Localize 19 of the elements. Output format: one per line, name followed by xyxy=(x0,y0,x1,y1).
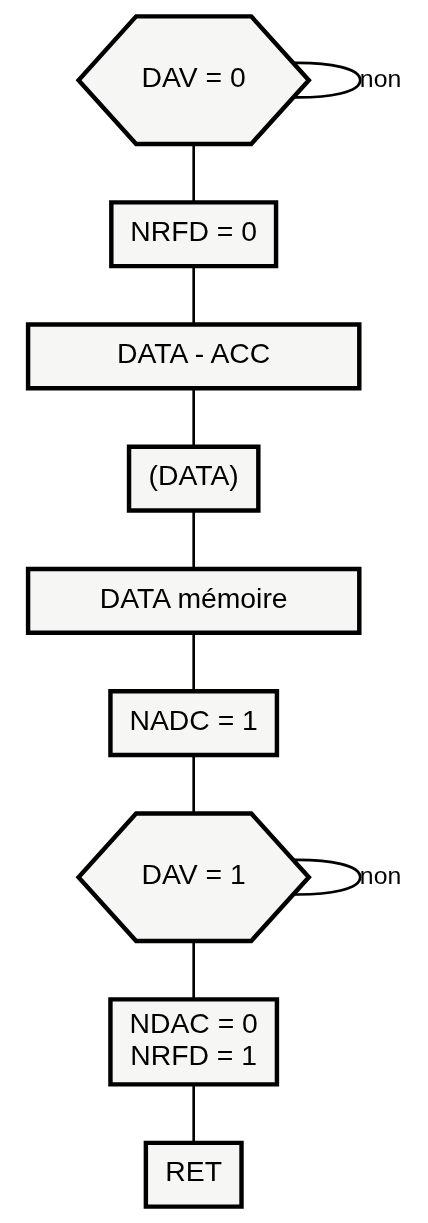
connector xyxy=(293,61,361,99)
connector xyxy=(191,755,195,814)
node-box: DATA mémoire xyxy=(25,566,361,635)
connector xyxy=(191,511,195,569)
node-box: NADC = 1 xyxy=(107,689,279,758)
node-box: (DATA) xyxy=(126,444,261,513)
connector xyxy=(191,1084,195,1143)
node-box: NDAC = 0 NRFD = 1 xyxy=(107,997,279,1087)
connector xyxy=(191,144,195,203)
edge-label: non xyxy=(359,861,401,889)
connector xyxy=(191,388,195,446)
connector xyxy=(293,858,361,896)
connector xyxy=(191,633,195,691)
node-box: DATA - ACC xyxy=(25,322,361,391)
node-box: NRFD = 0 xyxy=(108,200,278,269)
edge-label: non xyxy=(359,64,401,92)
connector xyxy=(191,941,195,1000)
connector xyxy=(191,266,195,324)
node-box: RET xyxy=(143,1140,244,1209)
